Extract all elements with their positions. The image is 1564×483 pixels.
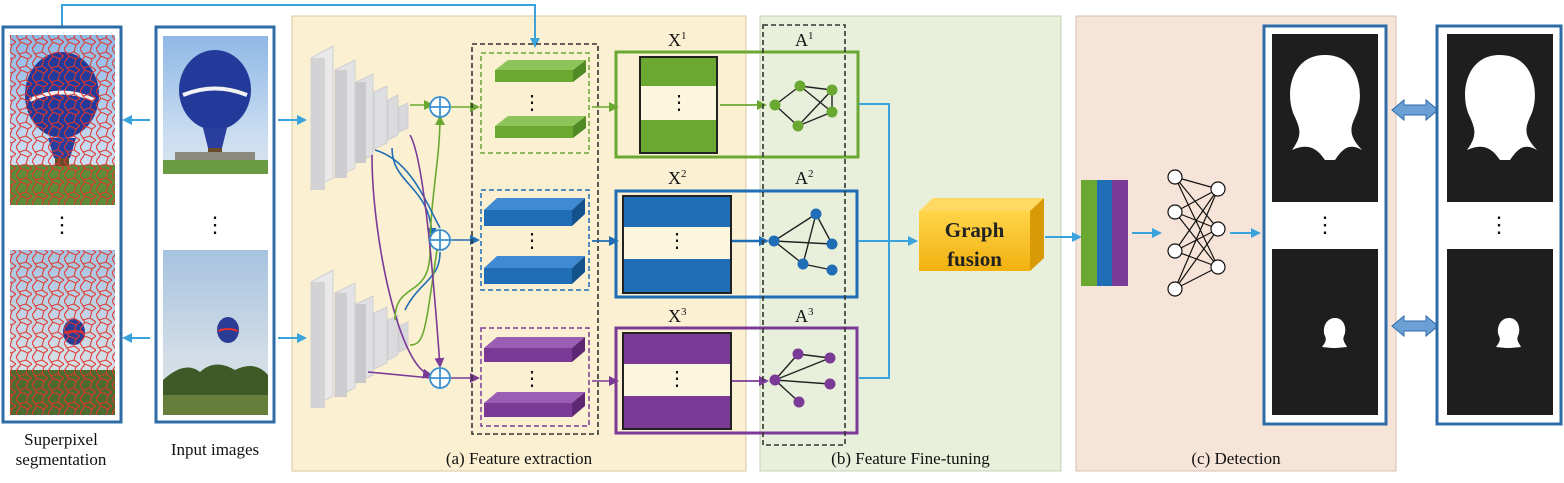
graph-a3-label: A3 (795, 306, 814, 327)
cnn-backbone-top (310, 45, 409, 191)
blue-features-ellipsis: ⋮ (522, 230, 542, 252)
graph-a2-superscript: 2 (808, 168, 814, 180)
panel-a-title: (a) Feature extraction (445, 449, 593, 468)
superpixel-label-line2: segmentation (15, 450, 107, 469)
matrix-x3-label: X3 (668, 306, 687, 327)
x3-a3-container (614, 326, 859, 435)
graph-a3 (769, 348, 836, 408)
graph-fusion-label-line1: Graph (944, 218, 1005, 242)
superpixel-to-feature-connector (61, 4, 540, 48)
x1-ellipsis: ⋮ (669, 92, 689, 114)
cnn-backbone-bottom (310, 269, 409, 409)
matrix-x1 (639, 56, 718, 154)
graph-a1-letter: A (795, 30, 808, 50)
input-images-label: Input images (170, 440, 260, 459)
x2-ellipsis: ⋮ (667, 230, 687, 252)
ground-truth-mask-top (1447, 34, 1553, 202)
matrix-x3-superscript: 3 (681, 306, 687, 318)
graph-a1-label: A1 (795, 30, 814, 51)
x2-a2-container (614, 189, 859, 299)
matrix-x2-label: X2 (668, 168, 687, 189)
compare-double-arrow-top (1391, 98, 1439, 122)
panel-b-title: (b) Feature Fine-tuning (831, 449, 990, 468)
green-features-ellipsis: ⋮ (522, 92, 542, 114)
matrix-x2-superscript: 2 (681, 168, 687, 180)
x1-a1-container (614, 50, 860, 159)
feature-maps-dashed-box (471, 43, 599, 435)
fused-feature-vector (1081, 180, 1128, 286)
feature-group-green (480, 52, 590, 154)
matrix-x3 (622, 332, 732, 430)
compare-double-arrow-bottom (1391, 314, 1439, 338)
matrix-x1-label: X1 (668, 30, 687, 51)
neural-network-icon (1167, 169, 1226, 297)
output-mask-bottom (1272, 249, 1378, 415)
plus-node-3 (429, 367, 451, 389)
feature-group-blue (480, 189, 590, 291)
matrix-x1-letter: X (668, 30, 681, 50)
input-image-top (163, 36, 268, 174)
a1-to-fusion-connector (859, 103, 890, 241)
output-ellipsis: ⋮ (1314, 212, 1336, 237)
purple-features-ellipsis: ⋮ (522, 368, 542, 390)
graph-a3-letter: A (795, 306, 808, 326)
ground-truth-ellipsis: ⋮ (1488, 212, 1510, 237)
superpixel-label-line1: Superpixel (24, 430, 98, 449)
graph-fusion-label: Graph fusion (919, 216, 1030, 274)
graph-fusion-block (919, 198, 1044, 271)
feature-group-purple (480, 327, 590, 427)
graph-a2 (768, 208, 838, 276)
matrix-x2 (622, 195, 732, 294)
graph-fusion-label-line2: fusion (947, 247, 1002, 271)
input-image-bottom (163, 250, 268, 415)
superpixel-image-top (10, 35, 115, 205)
graph-a3-superscript: 3 (808, 306, 814, 318)
graph-a2-label: A2 (795, 168, 814, 189)
plus-node-1 (429, 96, 451, 118)
output-mask-top (1272, 34, 1378, 202)
graph-a1-superscript: 1 (808, 30, 814, 42)
matrix-x3-letter: X (668, 306, 681, 326)
graph-a1 (769, 80, 838, 132)
plus-node-2 (429, 229, 451, 251)
adjacency-dashed-box (762, 24, 846, 446)
input-ellipsis: ⋮ (204, 212, 226, 237)
superpixel-image-bottom (10, 250, 115, 415)
graph-a2-letter: A (795, 168, 808, 188)
superpixel-label: Superpixel segmentation (0, 430, 122, 470)
matrix-x1-superscript: 1 (681, 30, 687, 42)
matrix-x2-letter: X (668, 168, 681, 188)
ground-truth-mask-bottom (1447, 249, 1553, 415)
a3-to-fusion-connector (859, 241, 890, 379)
panel-c-title: (c) Detection (1191, 449, 1281, 468)
x3-ellipsis: ⋮ (667, 368, 687, 390)
cnn-to-fusion-connectors (367, 100, 445, 379)
superpixel-ellipsis: ⋮ (51, 212, 73, 237)
